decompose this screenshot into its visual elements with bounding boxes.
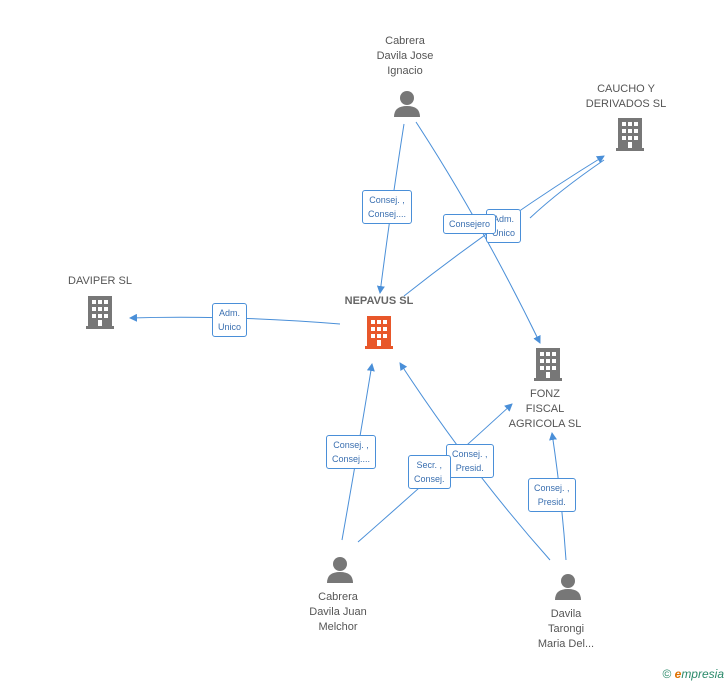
edge-caucho-fonz xyxy=(529,159,605,219)
edge-label-line: Unico xyxy=(218,322,242,332)
node-label-line: CAUCHO Y xyxy=(597,83,655,95)
node-label-line: FONZ xyxy=(530,388,560,400)
edge-label-line: Adm. xyxy=(219,308,241,318)
edge-label-line: Adm. xyxy=(493,214,515,224)
edge-label-line: Consej. , xyxy=(534,483,570,493)
node-label-line: Maria Del... xyxy=(537,638,595,650)
node-label-line: DERIVADOS SL xyxy=(585,98,667,110)
node-label-daviper[interactable]: DAVIPER SL xyxy=(50,274,150,289)
building-icon-main xyxy=(365,316,393,349)
edge-label-line: Consej.... xyxy=(368,209,407,219)
node-label-line: Davila Jose xyxy=(376,50,434,62)
node-label-line: Davila Juan xyxy=(309,606,367,618)
edge-label-maria-nepavus[interactable]: Consej. , Presid. xyxy=(446,444,494,478)
node-label-line: Melchor xyxy=(318,621,358,633)
node-label-line: Cabrera xyxy=(318,591,358,603)
edge-label-line: Unico xyxy=(492,228,516,238)
brand-logo-e: e xyxy=(674,667,682,681)
copyright-brand[interactable]: © empresia xyxy=(662,667,724,681)
node-label-line: AGRICOLA SL xyxy=(508,418,582,430)
edge-label-consejero-fonz[interactable]: Consejero xyxy=(443,214,497,234)
person-icon xyxy=(555,574,581,600)
edge-label-juan-nepavus[interactable]: Consej. , Consej.... xyxy=(326,435,377,469)
node-label-line: FISCAL xyxy=(525,403,565,415)
node-label-caucho[interactable]: CAUCHO Y DERIVADOS SL xyxy=(576,82,676,112)
node-label-line: Ignacio xyxy=(387,65,423,77)
edge-label-line: Presid. xyxy=(455,463,484,473)
building-icon xyxy=(534,348,562,381)
edge-label-jose-nepavus[interactable]: Consej. , Consej.... xyxy=(362,190,413,224)
edge-label-line: Consej. , xyxy=(369,195,405,205)
edge-label-line: Consej.... xyxy=(332,454,371,464)
edge-label-maria-fonz[interactable]: Consej. , Presid. xyxy=(528,478,576,512)
edge-label-line: Consej. , xyxy=(452,449,488,459)
edge-label-juan-fonz[interactable]: Secr. , Consej. xyxy=(408,455,451,489)
node-label-nepavus[interactable]: NEPAVUS SL xyxy=(329,294,429,309)
node-label-line: Cabrera xyxy=(385,35,425,47)
person-icon xyxy=(327,557,353,583)
edge-label-line: Consejero xyxy=(449,219,491,229)
copyright-icon: © xyxy=(662,667,672,681)
node-label-cabrera-juan[interactable]: Cabrera Davila Juan Melchor xyxy=(288,590,388,635)
node-label-line: NEPAVUS SL xyxy=(344,295,414,307)
edge-label-line: Consej. xyxy=(414,474,445,484)
node-label-davila-maria[interactable]: Davila Tarongi Maria Del... xyxy=(516,607,616,652)
building-icon xyxy=(86,296,114,329)
person-icon xyxy=(394,91,420,117)
node-label-line: Davila xyxy=(550,608,582,620)
node-label-cabrera-jose[interactable]: Cabrera Davila Jose Ignacio xyxy=(355,34,455,79)
node-label-line: Tarongi xyxy=(547,623,585,635)
node-label-fonz[interactable]: FONZ FISCAL AGRICOLA SL xyxy=(495,387,595,432)
edge-label-line: Consej. , xyxy=(333,440,369,450)
building-icon xyxy=(616,118,644,151)
brand-name: mpresia xyxy=(681,667,724,681)
edge-label-line: Presid. xyxy=(537,497,566,507)
node-label-line: DAVIPER SL xyxy=(68,275,132,287)
edge-label-line: Secr. , xyxy=(416,460,443,470)
edge-label-nepavus-daviper[interactable]: Adm. Unico xyxy=(212,303,248,337)
